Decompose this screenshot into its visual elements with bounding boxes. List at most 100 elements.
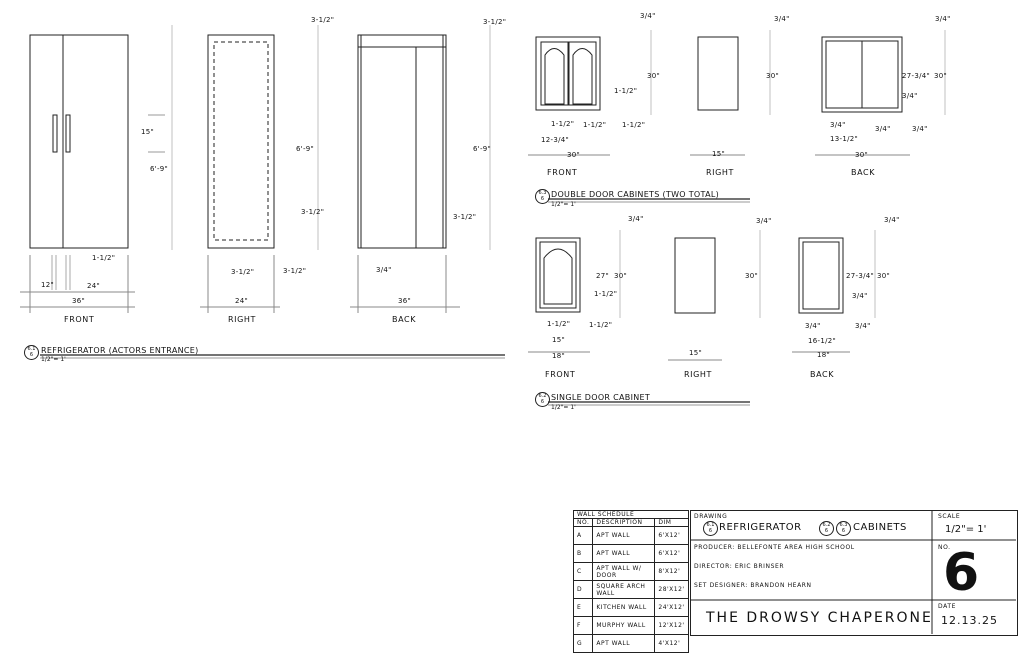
dimension: 3-1/2" bbox=[453, 213, 477, 221]
dimension: 3/4" bbox=[805, 322, 821, 330]
section-title: REFRIGERATOR (ACTORS ENTRANCE) bbox=[41, 346, 199, 355]
dimension: 3-1/2" bbox=[301, 208, 325, 216]
dimension: 18" bbox=[552, 352, 566, 360]
dimension: 3/4" bbox=[376, 266, 392, 274]
set-designer: SET DESIGNER: BRANDON HEARN bbox=[694, 582, 812, 589]
dimension: 3/4" bbox=[830, 121, 846, 129]
column-header: DIM bbox=[654, 518, 689, 527]
dimension: 27-3/4" bbox=[846, 272, 875, 280]
dimension: 3/4" bbox=[855, 322, 871, 330]
dimension: 3-1/2" bbox=[311, 16, 335, 24]
dimension: 3/4" bbox=[912, 125, 928, 133]
dimension: 6'-9" bbox=[296, 145, 315, 153]
view-label: FRONT bbox=[547, 168, 578, 177]
column-header: NO. bbox=[572, 518, 594, 527]
double-cabinet-back bbox=[815, 30, 946, 156]
scale-value: 1/2"= 1' bbox=[945, 524, 987, 535]
drawing-2: CABINETS bbox=[853, 522, 907, 533]
double-cabinet-front bbox=[528, 30, 652, 156]
dimension: 3/4" bbox=[884, 216, 900, 224]
double-cabinet-right bbox=[690, 30, 771, 156]
section-scale: 1/2"= 1' bbox=[551, 201, 576, 208]
dimension: 15" bbox=[689, 349, 703, 357]
dimension: 6'-9" bbox=[473, 145, 492, 153]
view-label: BACK bbox=[392, 315, 417, 324]
dimension: 15" bbox=[712, 150, 726, 158]
fridge-front-elevation bbox=[20, 25, 173, 313]
section-scale: 1/2"= 1' bbox=[551, 404, 576, 411]
fridge-back-elevation bbox=[350, 25, 491, 313]
dimension: 30" bbox=[855, 151, 869, 159]
dimension: 12-3/4" bbox=[541, 136, 570, 144]
dimension: 1-1/2" bbox=[547, 320, 571, 328]
view-label: BACK bbox=[810, 370, 835, 379]
view-label: FRONT bbox=[545, 370, 576, 379]
dimension: 1-1/2" bbox=[551, 120, 575, 128]
dimension: 27" bbox=[596, 272, 610, 280]
dimension: 6'-9" bbox=[150, 165, 169, 173]
single-cabinet-right bbox=[668, 230, 761, 361]
column-header: DESCRIPTION bbox=[592, 518, 656, 527]
dimension: 27-3/4" bbox=[902, 72, 931, 80]
date-label: DATE bbox=[938, 603, 957, 610]
dimension: 3/4" bbox=[774, 15, 790, 23]
scale-label: SCALE bbox=[938, 513, 961, 520]
dimension: 24" bbox=[235, 297, 249, 305]
dimension: 15" bbox=[552, 336, 566, 344]
dimension: 1-1/2" bbox=[92, 254, 116, 262]
dimension: 30" bbox=[745, 272, 759, 280]
dimension: 3/4" bbox=[935, 15, 951, 23]
fridge-right-elevation bbox=[200, 25, 319, 313]
dimension: 30" bbox=[877, 272, 891, 280]
date: 12.13.25 bbox=[941, 614, 998, 627]
dimension: 30" bbox=[567, 151, 581, 159]
view-label: RIGHT bbox=[684, 370, 713, 379]
view-label: RIGHT bbox=[706, 168, 735, 177]
dimension: 1-1/2" bbox=[622, 121, 646, 129]
dimension: 12" bbox=[41, 281, 55, 289]
sheet-number: 6 bbox=[943, 543, 980, 603]
section-title: DOUBLE DOOR CABINETS (TWO TOTAL) bbox=[551, 190, 720, 199]
dimension: 3-1/2" bbox=[483, 18, 507, 26]
sheet-number-label: NO. bbox=[938, 544, 951, 551]
dimension: 3/4" bbox=[628, 215, 644, 223]
dimension: 30" bbox=[934, 72, 948, 80]
producer: PRODUCER: BELLEFONTE AREA HIGH SCHOOL bbox=[694, 544, 855, 551]
drawing-1: REFRIGERATOR bbox=[719, 522, 802, 533]
dimension: 3-1/2" bbox=[231, 268, 255, 276]
dimension: 3/4" bbox=[875, 125, 891, 133]
wall-schedule-title: WALL SCHEDULE bbox=[573, 510, 689, 519]
dimension: 1-1/2" bbox=[583, 121, 607, 129]
dimension: 18" bbox=[817, 351, 831, 359]
dimension: 3/4" bbox=[640, 12, 656, 20]
dimension: 15" bbox=[141, 128, 155, 136]
section-scale: 1/2"= 1' bbox=[41, 356, 66, 363]
view-label: FRONT bbox=[64, 315, 95, 324]
dimension: 13-1/2" bbox=[830, 135, 859, 143]
dimension: 36" bbox=[398, 297, 412, 305]
dimension: 30" bbox=[766, 72, 780, 80]
dimension: 1-1/2" bbox=[614, 87, 638, 95]
section-title: SINGLE DOOR CABINET bbox=[551, 393, 651, 402]
dimension: 16-1/2" bbox=[808, 337, 837, 345]
dimension: 30" bbox=[647, 72, 661, 80]
dimension: 1-1/2" bbox=[594, 290, 618, 298]
dimension: 36" bbox=[72, 297, 86, 305]
dimension: 24" bbox=[87, 282, 101, 290]
show-title: THE DROWSY CHAPERONE bbox=[706, 610, 933, 626]
view-label: RIGHT bbox=[228, 315, 257, 324]
